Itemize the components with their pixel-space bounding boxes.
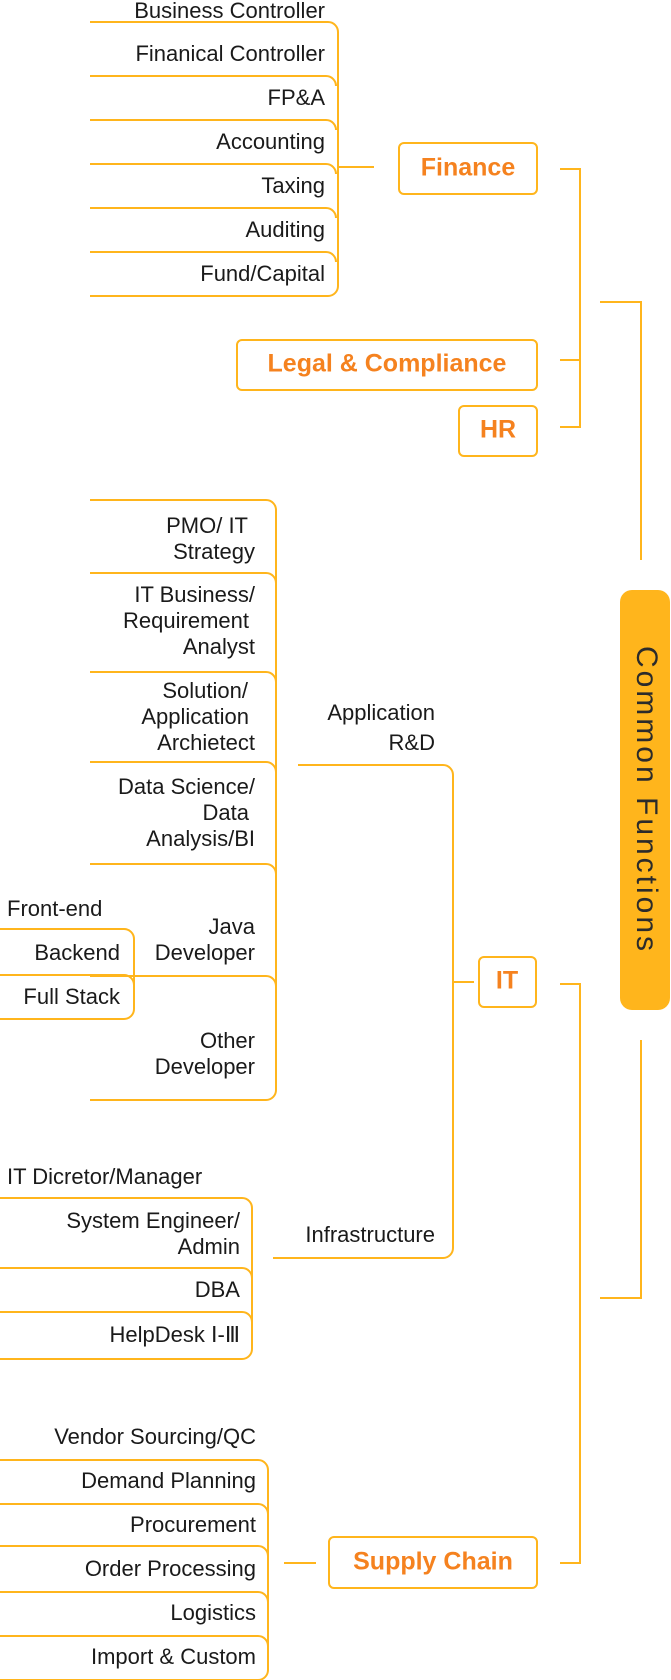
infra-label: Infrastructure	[305, 1222, 435, 1247]
finance-divider	[90, 207, 337, 219]
app-divider	[90, 671, 277, 683]
infra-item: Admin	[178, 1234, 240, 1259]
root-connector-bottom	[600, 1040, 642, 1299]
legal-node	[236, 339, 538, 391]
java-item: Front-end	[7, 896, 102, 921]
infra-divider	[0, 1267, 253, 1279]
it-node	[478, 956, 537, 1008]
it-label: IT	[496, 967, 518, 995]
finance-label: Finance	[421, 154, 516, 182]
infra-bracket	[0, 1197, 253, 1360]
infra-item: IT Dicretor/Manager	[7, 1164, 202, 1189]
java-divider	[0, 974, 135, 986]
sc-divider	[0, 1635, 269, 1647]
infra-items: IT Dicretor/Manager System Engineer/ Adm…	[0, 1164, 253, 1360]
root-node	[620, 590, 670, 1010]
infra-item: DBA	[195, 1277, 241, 1302]
finance-node	[398, 142, 538, 195]
sc-item: Demand Planning	[81, 1468, 256, 1493]
finance-item: FP&A	[268, 85, 326, 110]
finance-divider	[90, 163, 337, 175]
sc-divider	[0, 1503, 269, 1515]
app-item: PMO/ IT	[166, 513, 248, 538]
java-item: Backend	[34, 940, 120, 965]
app-rd-label: R&D	[389, 730, 435, 755]
finance-item: Taxing	[261, 173, 325, 198]
app-item: Data	[203, 800, 250, 825]
infra-divider	[0, 1311, 253, 1323]
infra-item: System Engineer/	[66, 1208, 241, 1233]
app-divider	[90, 975, 277, 987]
finance-item: Business Controller	[134, 0, 325, 23]
supply-chain-items: Vendor Sourcing/QC Demand Planning Procu…	[0, 1424, 269, 1680]
finance-divider	[90, 251, 337, 263]
root-label: Common Functions	[630, 646, 663, 954]
app-divider	[90, 572, 277, 584]
root-connector-top	[600, 301, 642, 560]
sc-item: Vendor Sourcing/QC	[54, 1424, 256, 1449]
java-items: Front-end Backend Full Stack	[0, 896, 140, 1020]
app-item: Analyst	[183, 634, 255, 659]
supply-chain-node	[328, 1536, 538, 1589]
app-divider	[90, 863, 277, 875]
app-item: Analysis/BI	[146, 826, 255, 851]
app-item: Data Science/	[118, 774, 256, 799]
sc-item: Order Processing	[85, 1556, 256, 1581]
app-item: Requirement	[123, 608, 249, 633]
bracket-bottom-group	[560, 983, 581, 1564]
app-item: Strategy	[173, 539, 255, 564]
sc-divider	[0, 1545, 269, 1557]
finance-items: Business Controller Finanical Controller…	[90, 0, 339, 297]
finance-divider	[90, 75, 337, 87]
app-bracket	[90, 499, 277, 1101]
app-item: IT Business/	[134, 582, 256, 607]
supply-chain-label: Supply Chain	[353, 1548, 513, 1576]
finance-item: Finanical Controller	[135, 41, 325, 66]
finance-item: Auditing	[245, 217, 325, 242]
sc-item: Procurement	[130, 1512, 256, 1537]
sc-divider	[0, 1591, 269, 1603]
app-rd-label: Application	[327, 700, 435, 725]
it-sub-bracket	[273, 764, 454, 1259]
app-item: Archietect	[157, 730, 255, 755]
sc-item: Import & Custom	[91, 1644, 256, 1669]
app-item: Other	[200, 1028, 255, 1053]
finance-item: Fund/Capital	[200, 261, 325, 286]
bracket-top-group	[560, 168, 581, 428]
app-item: Developer	[155, 1054, 255, 1079]
app-items: PMO/ IT Strategy IT Business/ Requiremen…	[90, 499, 277, 1101]
infra-item: HelpDesk Ⅰ-Ⅲ	[110, 1322, 240, 1347]
java-label: Developer	[155, 940, 255, 965]
java-item: Full Stack	[23, 984, 121, 1009]
app-item: Solution/	[162, 678, 249, 703]
java-bracket	[0, 928, 135, 1020]
finance-bracket	[90, 21, 339, 297]
sc-bracket	[0, 1459, 269, 1680]
legal-label: Legal & Compliance	[268, 350, 507, 378]
java-label: Java	[209, 914, 256, 939]
finance-item: Accounting	[216, 129, 325, 154]
finance-divider	[90, 119, 337, 131]
hr-label: HR	[480, 416, 516, 444]
hr-node	[458, 405, 538, 457]
app-divider	[90, 761, 277, 773]
sc-item: Logistics	[170, 1600, 256, 1625]
app-item: Application	[141, 704, 249, 729]
